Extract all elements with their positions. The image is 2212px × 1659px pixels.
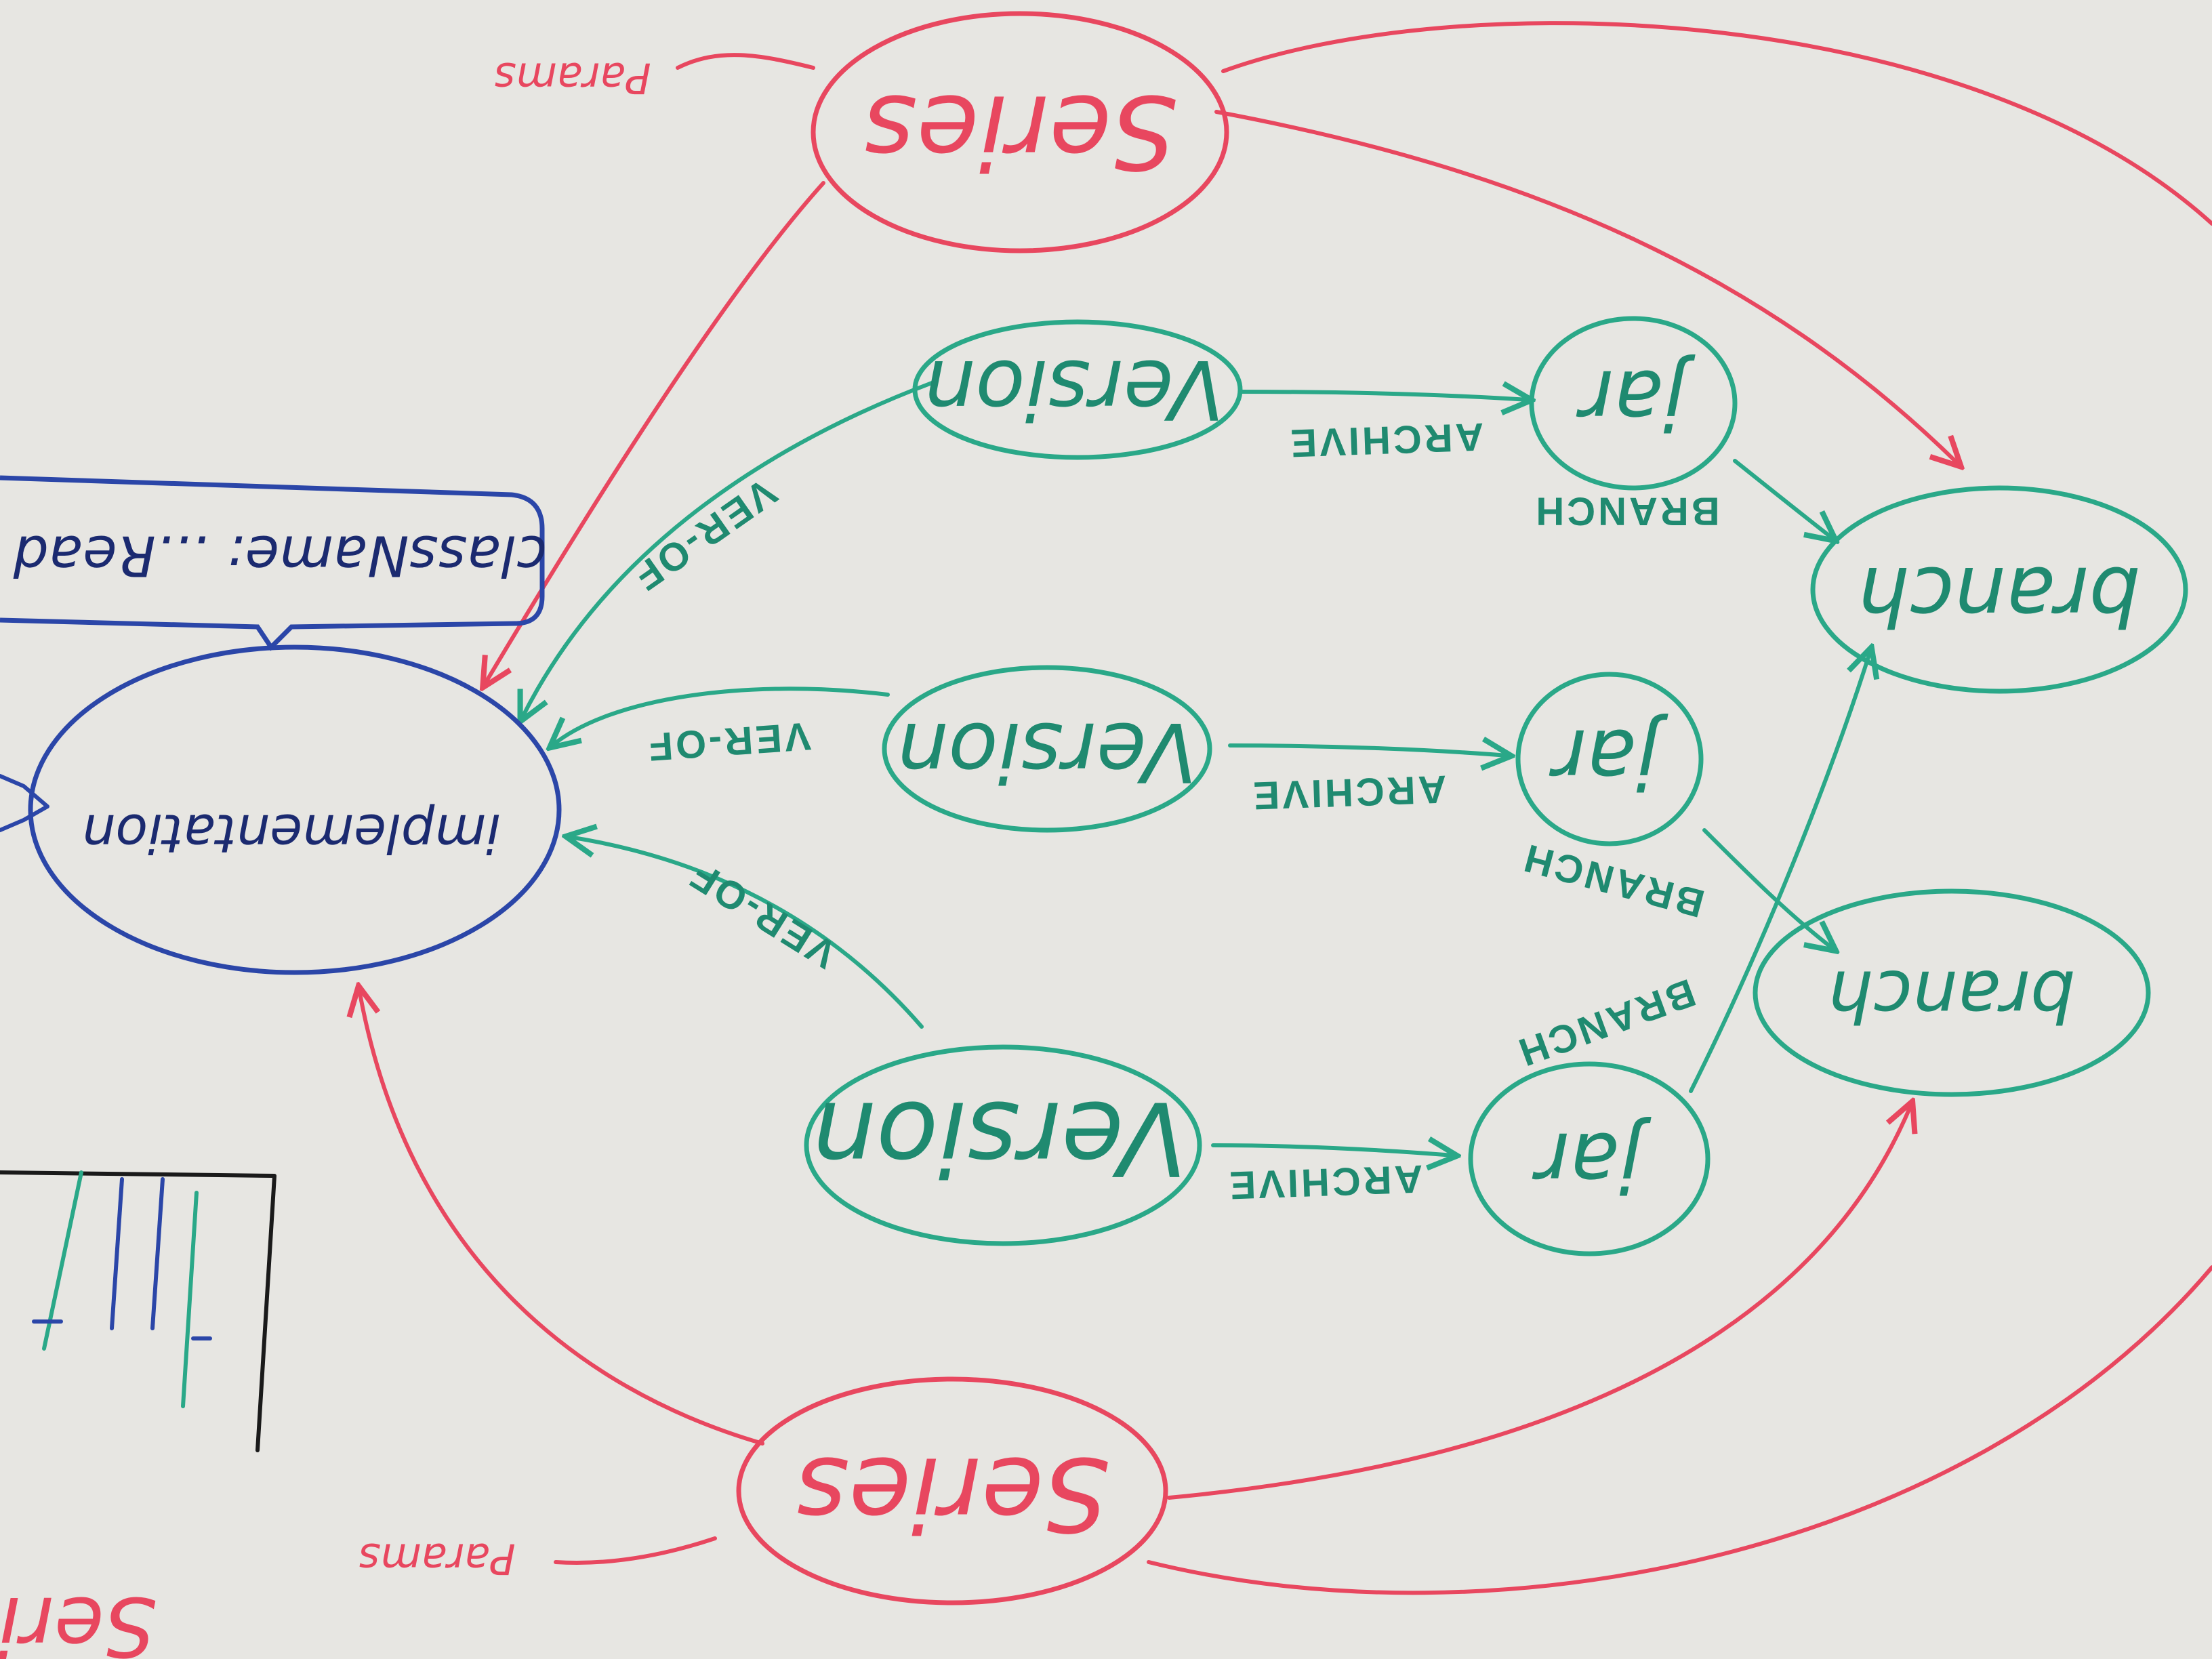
classname-note-box xyxy=(0,475,545,651)
bar-sketch-bar-4 xyxy=(181,1191,199,1408)
edge-series-top-to-implementation xyxy=(485,181,825,684)
label-series-bottom: Series xyxy=(796,1435,1108,1553)
label-params-bottom: Params xyxy=(359,1534,516,1583)
bar-sketch-bar-2 xyxy=(110,1177,124,1330)
node-branch-bottom xyxy=(1753,888,2151,1097)
node-jar-bottom xyxy=(1468,1061,1711,1256)
node-branch-top xyxy=(1810,485,2188,694)
label-branch-edge-bottom: BRANCH xyxy=(1511,970,1701,1076)
node-series-bottom xyxy=(736,1376,1168,1605)
edge-ver-of-bottom xyxy=(569,837,924,1029)
edge-params-bottom xyxy=(554,1536,717,1565)
label-jar-mid: jar xyxy=(1549,711,1668,805)
label-version-top: Version xyxy=(924,342,1225,436)
edge-ver-of-mid xyxy=(552,687,890,745)
node-series-top xyxy=(811,11,1229,253)
label-params-top: Params xyxy=(494,53,651,102)
label-branch-top: branch xyxy=(1858,548,2140,642)
edge-series-bottom-loop-right xyxy=(1147,1265,2212,1595)
node-version-top xyxy=(912,319,1243,460)
label-archive-bottom: ARCHIVE xyxy=(1226,1157,1423,1208)
label-jar-top: jar xyxy=(1576,352,1696,446)
edge-branch-mid xyxy=(1702,828,1833,949)
bar-sketch-bar-3 xyxy=(150,1177,165,1330)
node-version-mid xyxy=(882,665,1212,833)
edge-series-bottom-to-implementation xyxy=(359,989,764,1446)
bar-sketch-frame xyxy=(0,1170,276,1452)
node-jar-top xyxy=(1529,316,1738,491)
series-edges xyxy=(359,21,2212,1595)
label-jar-bottom: jar xyxy=(1532,1114,1652,1208)
edge-archive-mid xyxy=(1228,745,1508,756)
label-ver-of-mid: VER-OF xyxy=(644,714,812,769)
label-branch-bottom: branch xyxy=(1828,954,2076,1037)
label-archive-top: ARCHIVE xyxy=(1287,415,1484,466)
node-jar-mid xyxy=(1515,672,1704,846)
node-implementation xyxy=(28,644,562,975)
nodes xyxy=(0,11,2188,1605)
implementation-entry-arrow xyxy=(0,774,49,832)
label-ver-of-top: VER-OF xyxy=(624,470,784,600)
edge-branch-top xyxy=(1733,459,1833,539)
edge-params-top xyxy=(676,53,815,70)
label-classname-note: className: ...Read xyxy=(13,523,547,587)
bar-sketch-bar-1 xyxy=(42,1170,83,1351)
label-branch-edge-top: BRANCH xyxy=(1533,489,1719,533)
labels: Series Series Seri implementation classN… xyxy=(0,53,2141,1659)
edge-archive-bottom xyxy=(1211,1145,1454,1155)
label-version-bottom: Version xyxy=(812,1079,1187,1197)
label-ver-of-bottom: VER-OF xyxy=(681,852,844,977)
label-version-mid: Version xyxy=(897,704,1197,798)
label-archive-mid: ARCHIVE xyxy=(1250,767,1447,818)
edge-series-top-loop-right xyxy=(1221,21,2212,226)
edge-series-bottom-to-branch-bottom xyxy=(1167,1105,1911,1500)
label-branch-edge-mid: BRANCH xyxy=(1517,835,1709,926)
label-series-top: Series xyxy=(863,73,1176,190)
label-implementation: implementation xyxy=(82,802,501,863)
edge-archive-top xyxy=(1238,392,1528,400)
version-edges xyxy=(522,381,1870,1155)
edge-branch-bottom xyxy=(1689,651,1870,1093)
bar-sketch xyxy=(0,1170,276,1452)
edge-series-top-to-branch-top xyxy=(1214,110,1959,464)
edge-ver-of-top xyxy=(522,381,934,718)
label-series-cut: Seri xyxy=(0,1578,156,1659)
node-version-bottom xyxy=(804,1044,1202,1246)
